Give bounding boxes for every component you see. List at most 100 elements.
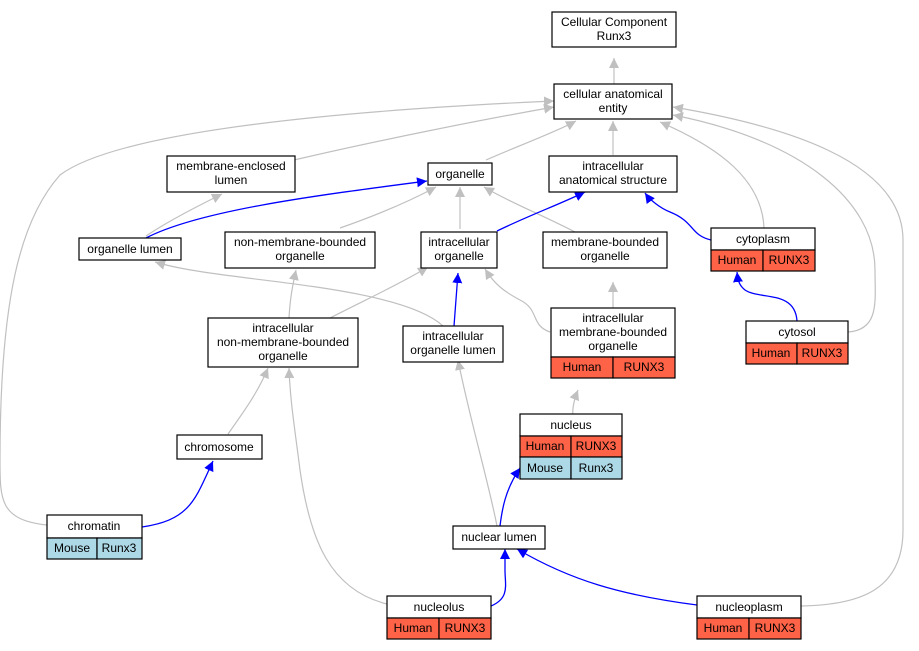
node-cyto-line1: cytoplasm	[736, 232, 790, 246]
edge-imbo-io	[484, 268, 551, 333]
edge-nmbo-org	[339, 186, 437, 229]
node-chromatin-gene: Runx3	[102, 541, 137, 555]
node-ias-line1: intracellular	[582, 159, 643, 173]
edge-inmbo-nmbo	[288, 269, 299, 319]
node-inmbo-line2: non-membrane-bounded	[217, 335, 349, 349]
edge-nucleus-imbo	[569, 389, 579, 417]
node-chromatin[interactable]: chromatin Mouse Runx3	[46, 514, 143, 560]
blue-edges	[141, 177, 798, 607]
node-non-membrane-bounded-organelle[interactable]: non-membrane-bounded organelle	[224, 231, 376, 269]
node-inmbo-line3: organelle	[258, 349, 308, 363]
node-chrom-line1: chromosome	[184, 440, 254, 454]
node-iol-line2: organelle lumen	[410, 343, 495, 357]
node-intracellular-non-membrane-bounded-organelle[interactable]: intracellular non-membrane-bounded organ…	[207, 317, 359, 368]
node-organelle-lumen[interactable]: organelle lumen	[78, 237, 182, 261]
node-intracellular-anatomical-structure[interactable]: intracellular anatomical structure	[548, 155, 678, 193]
node-nucleoplasm[interactable]: nucleoplasm Human RUNX3	[696, 595, 802, 640]
gene-cell-runx3	[748, 617, 802, 640]
edge-chromatin-chrom	[141, 460, 214, 528]
edge-nucleolus-nl	[490, 549, 510, 607]
node-imbo-gene: RUNX3	[624, 360, 665, 374]
edge-nucleoplasm-nl	[516, 548, 698, 606]
node-cytosol[interactable]: cytosol Human RUNX3	[745, 320, 849, 365]
node-io-line1: intracellular	[428, 235, 489, 249]
node-cyto-species: Human	[718, 253, 757, 267]
node-cytosol-gene: RUNX3	[802, 346, 843, 360]
node-root-line1: Cellular Component	[561, 15, 668, 29]
edge-mel-cae	[293, 103, 555, 161]
node-nucleus-line1: nucleus	[550, 418, 591, 432]
node-nl-line1: nuclear lumen	[461, 530, 536, 544]
edge-nucleolus-inmbo	[284, 367, 388, 605]
edge-iol-io	[452, 272, 463, 327]
node-cyto-gene: RUNX3	[769, 253, 810, 267]
node-nucleoplasm-gene: RUNX3	[755, 621, 796, 635]
gene-cell-runx3	[762, 249, 816, 272]
edge-nucleoplasm-cae	[672, 103, 904, 607]
node-cytoplasm[interactable]: cytoplasm Human RUNX3	[710, 227, 816, 272]
node-cellular-anatomical-entity[interactable]: cellular anatomical entity	[553, 83, 673, 120]
node-chromosome[interactable]: chromosome	[176, 434, 263, 460]
node-chromatin-line1: chromatin	[68, 519, 121, 533]
edge-nl-nucleus	[499, 467, 521, 527]
node-intracellular-organelle[interactable]: intracellular organelle	[420, 231, 498, 269]
node-mbo-line2: organelle	[580, 249, 630, 263]
edge-io-ias	[496, 191, 586, 232]
node-nucleolus-gene: RUNX3	[445, 621, 486, 635]
node-cytosol-line1: cytosol	[778, 325, 815, 339]
node-cae-line2: entity	[599, 101, 628, 115]
node-nmbo-line1: non-membrane-bounded	[234, 235, 366, 249]
node-intracellular-membrane-bounded-organelle[interactable]: intracellular membrane-bounded organelle…	[550, 307, 676, 379]
node-imbo-line3: organelle	[588, 339, 638, 353]
node-chromatin-species: Mouse	[54, 541, 90, 555]
node-nuclear-lumen[interactable]: nuclear lumen	[452, 525, 546, 550]
edge-org-cae	[485, 120, 577, 161]
edge-cyto-cae	[659, 121, 765, 229]
edge-cytosol-cae	[672, 112, 876, 333]
edge-cytosol-cyto	[733, 271, 798, 322]
gene-cell-runx3	[796, 342, 849, 365]
node-root-line2: Runx3	[597, 29, 632, 43]
node-cellular-component-runx3[interactable]: Cellular Component Runx3	[551, 11, 677, 48]
node-nucleus-species2: Mouse	[527, 461, 563, 475]
node-nucleus-gene1: RUNX3	[576, 439, 617, 453]
node-orglumen-line1: organelle lumen	[87, 242, 172, 256]
node-imbo-line2: membrane-bounded	[559, 325, 667, 339]
edge-chromatin-cae	[0, 96, 555, 526]
node-nucleolus-line1: nucleolus	[414, 600, 465, 614]
edge-nl-iol	[455, 359, 498, 527]
node-io-line2: organelle	[434, 249, 484, 263]
node-nucleus[interactable]: nucleus Human RUNX3 Mouse Runx3	[519, 413, 623, 480]
edge-mbo-org	[483, 186, 576, 233]
node-cae-line1: cellular anatomical	[563, 87, 662, 101]
edge-cyto-ias	[644, 192, 712, 241]
node-iol-line1: intracellular	[422, 329, 483, 343]
node-organelle[interactable]: organelle	[427, 162, 493, 186]
node-mel-line2: lumen	[215, 173, 248, 187]
node-membrane-enclosed-lumen[interactable]: membrane-enclosed lumen	[166, 155, 296, 193]
node-nucleolus-species: Human	[394, 621, 433, 635]
edge-chrom-inmbo	[227, 367, 269, 435]
gray-edges	[0, 58, 904, 607]
node-intracellular-organelle-lumen[interactable]: intracellular organelle lumen	[402, 325, 504, 363]
node-mel-line1: membrane-enclosed	[176, 159, 285, 173]
node-nucleolus[interactable]: nucleolus Human RUNX3	[386, 595, 492, 640]
edge-orglumen-org	[145, 177, 428, 239]
node-cytosol-species: Human	[752, 346, 791, 360]
node-nmbo-line2: organelle	[275, 249, 325, 263]
node-imbo-line1: intracellular	[582, 311, 643, 325]
node-nucleoplasm-species: Human	[704, 621, 743, 635]
node-org-line1: organelle	[435, 167, 485, 181]
gene-cell-runx3	[612, 356, 676, 379]
node-imbo-species: Human	[563, 360, 602, 374]
node-inmbo-line1: intracellular	[252, 321, 313, 335]
edge-orglumen-mel	[145, 193, 223, 237]
gene-cell-runx3-mouse	[96, 537, 143, 560]
edge-iol-orglumen	[154, 260, 444, 327]
node-membrane-bounded-organelle[interactable]: membrane-bounded organelle	[542, 231, 668, 269]
node-nucleus-species1: Human	[526, 439, 565, 453]
node-mbo-line1: membrane-bounded	[551, 235, 659, 249]
gene-cell-runx3	[438, 617, 492, 640]
edge-inmbo-io	[329, 266, 429, 319]
